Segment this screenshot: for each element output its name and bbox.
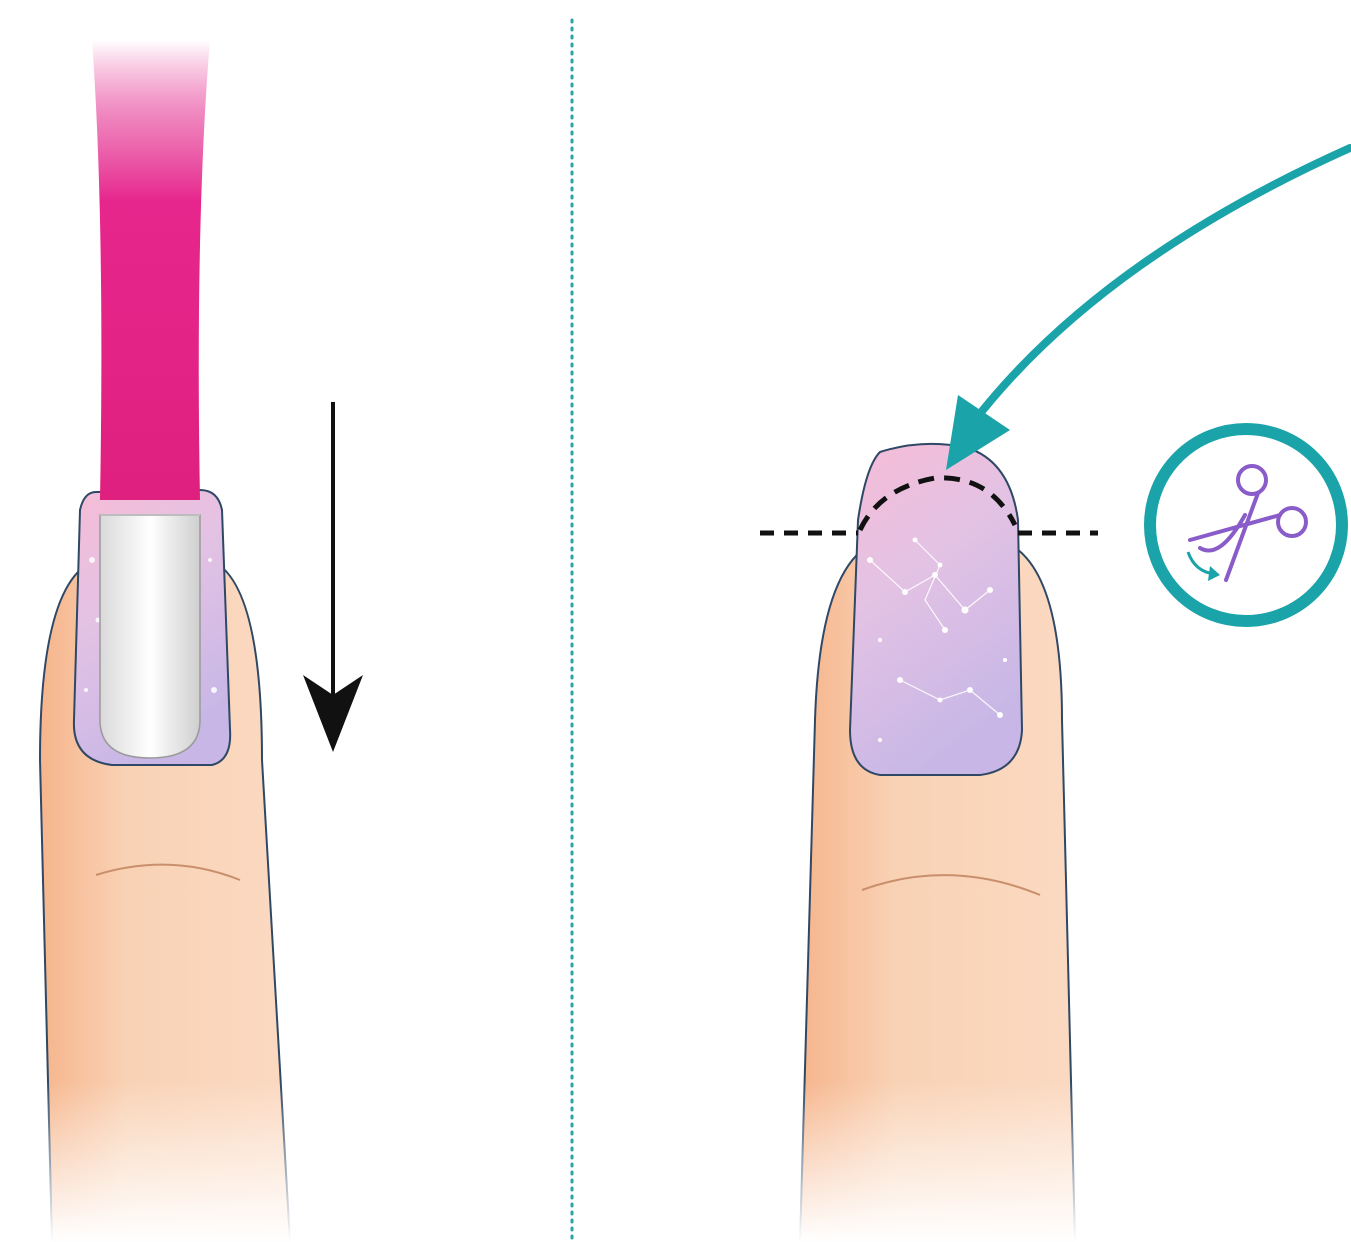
- trim-step-panel: [760, 148, 1350, 1242]
- curved-arrow: [975, 148, 1350, 420]
- apply-step-panel: [30, 40, 363, 1242]
- pusher-stick-handle: [92, 40, 210, 500]
- right-nail: [850, 444, 1022, 775]
- pusher-stick-tip: [100, 515, 200, 758]
